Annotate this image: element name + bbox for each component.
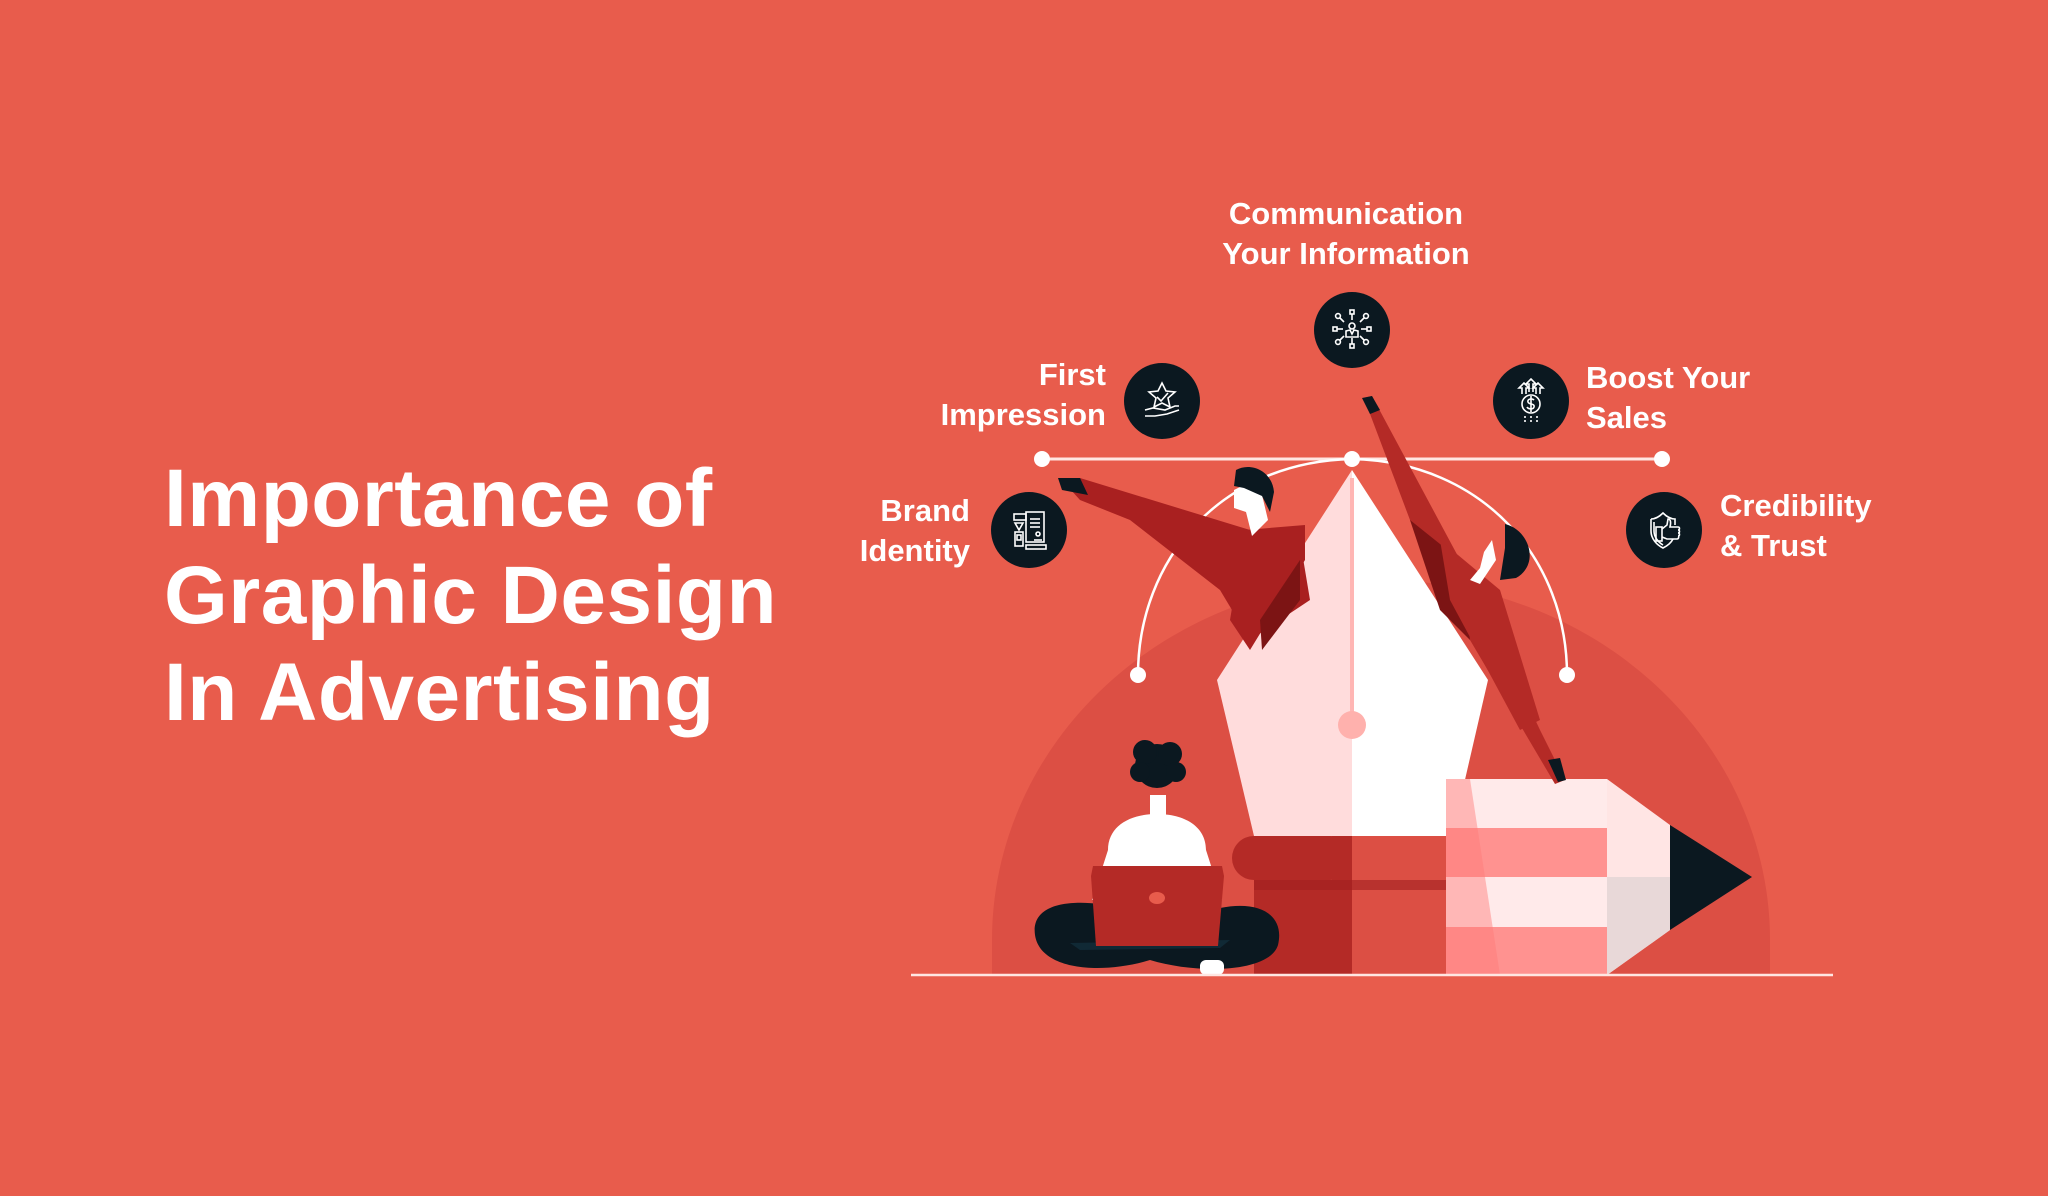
dollar-growth-icon xyxy=(1493,363,1569,439)
handle-dot-left xyxy=(1034,451,1050,467)
woman-neck xyxy=(1150,795,1166,819)
man-right-hair xyxy=(1500,524,1530,580)
title-line-3: In Advertising xyxy=(164,647,715,738)
arc-dot-right xyxy=(1559,667,1575,683)
handle-dot-center xyxy=(1344,451,1360,467)
man-left-hair xyxy=(1234,466,1274,512)
hand-star-check-icon xyxy=(1124,363,1200,439)
benefit-first-impression-label: First Impression xyxy=(940,357,1106,432)
pen-base-right xyxy=(1352,880,1452,975)
benefit-brand-identity-label: Brand Identity xyxy=(859,493,970,568)
page-title: Importance of Graphic Design In Advertis… xyxy=(164,450,777,741)
benefit-credibility-label: Credibility & Trust xyxy=(1720,488,1872,563)
pencil-tip xyxy=(1670,825,1752,930)
brand-kit-icon xyxy=(991,492,1067,568)
benefit-communication-label: Communication Your Information xyxy=(1222,196,1470,271)
man-right-face xyxy=(1470,540,1496,584)
laptop-logo xyxy=(1149,892,1165,904)
handle-dot-right xyxy=(1654,451,1670,467)
title-line-1: Importance of xyxy=(164,453,713,544)
pen-nib-right xyxy=(1352,470,1488,836)
title-line-2: Graphic Design xyxy=(164,550,778,641)
woman-shoe xyxy=(1200,960,1224,975)
pen-collar-left xyxy=(1232,836,1352,880)
man-left-body xyxy=(1230,525,1305,650)
arc-dot-left xyxy=(1130,667,1146,683)
man-right-body xyxy=(1440,540,1540,730)
benefit-boost-sales-label: Boost Your Sales xyxy=(1586,360,1751,435)
laptop xyxy=(1091,866,1224,946)
network-person-icon xyxy=(1314,292,1390,368)
shield-thumbs-up-icon xyxy=(1626,492,1702,568)
pen-collar-right xyxy=(1352,836,1472,880)
pen-nib-hole xyxy=(1338,711,1366,739)
pen-nib-left xyxy=(1217,470,1352,836)
